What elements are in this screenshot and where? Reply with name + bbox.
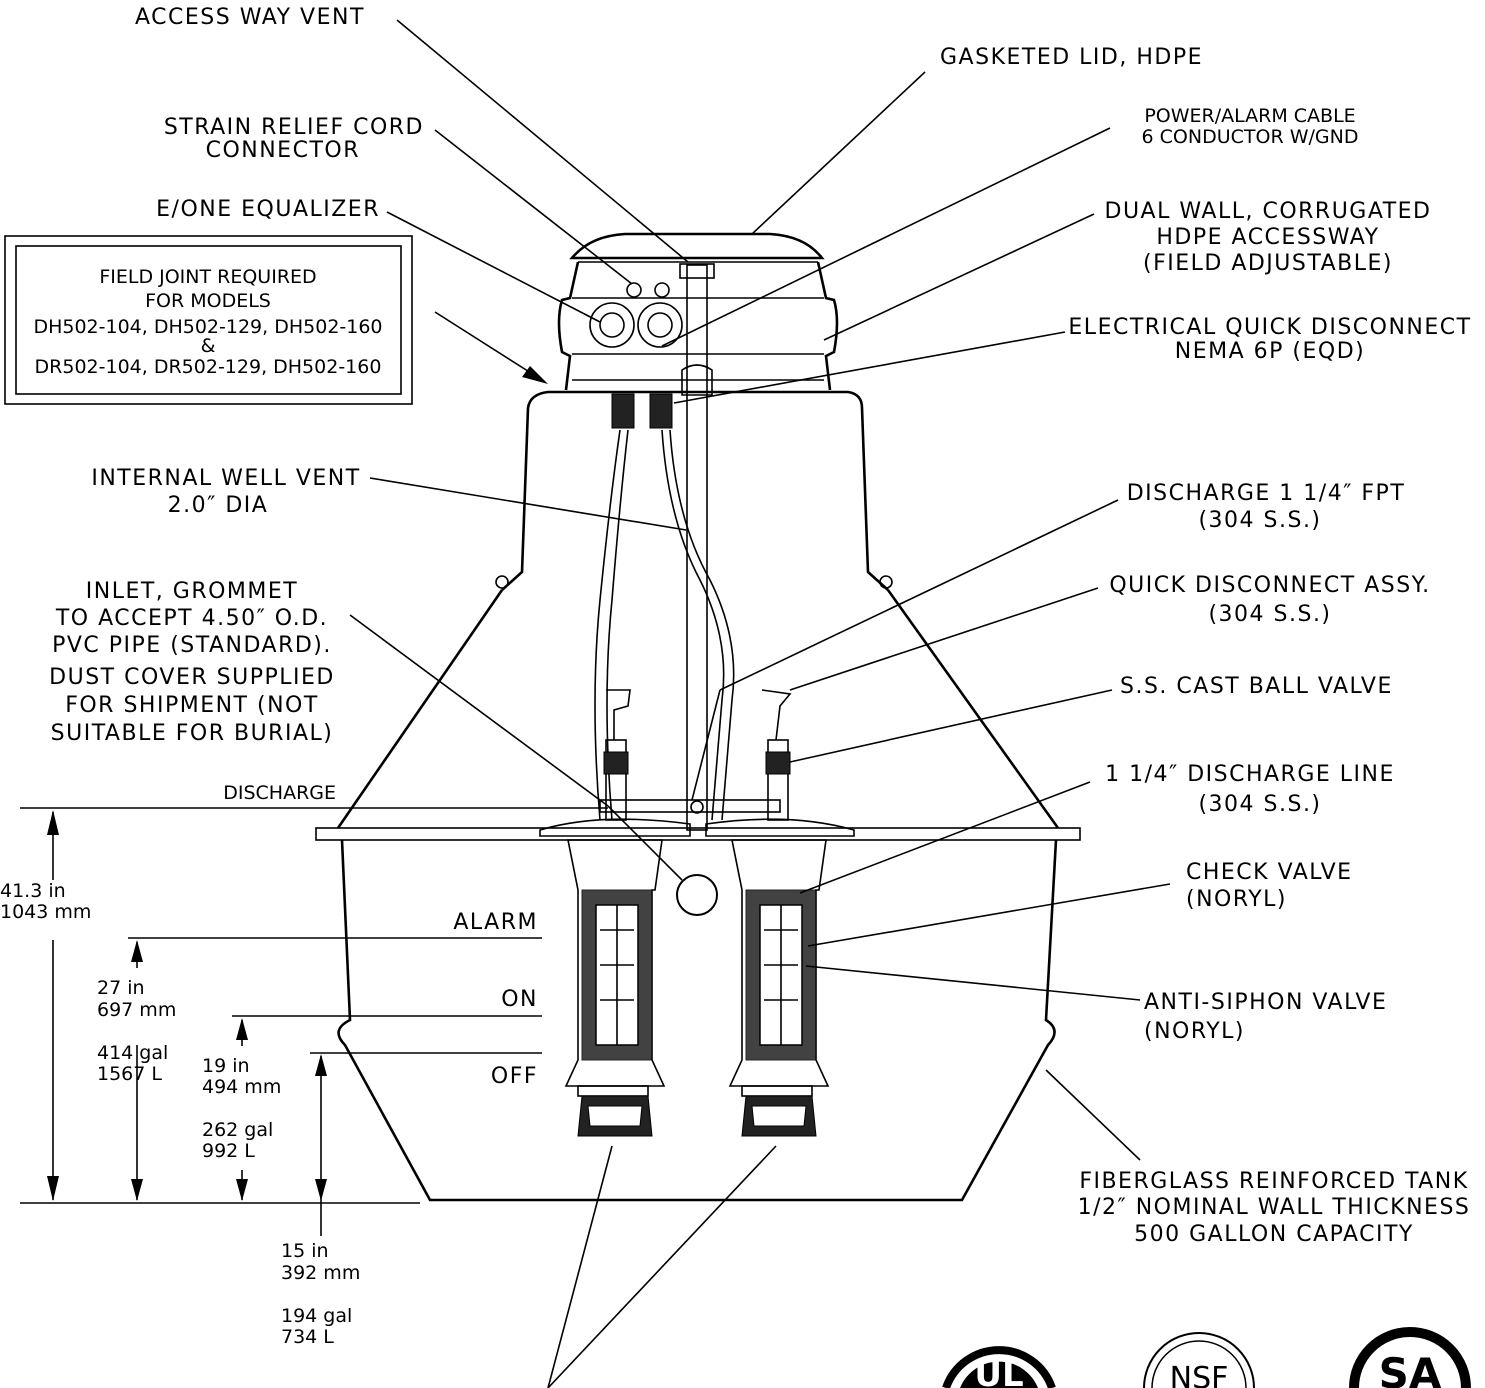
- csa-logo: SA: [1349, 1327, 1471, 1388]
- internal-plumbing: [539, 263, 855, 1137]
- label-equalizer: E/ONE EQUALIZER: [156, 197, 380, 222]
- label-dual-wall-3: (FIELD ADJUSTABLE): [1143, 251, 1393, 276]
- label-power-alarm-2: 6 CONDUCTOR W/GND: [1142, 126, 1359, 148]
- station-outline: [315, 232, 1081, 1202]
- label-eqd-2: NEMA 6P (EQD): [1175, 339, 1365, 364]
- power-cable-1: [594, 429, 621, 821]
- nsf-logo: NSF: [1143, 1332, 1255, 1388]
- dim-alarm-mm: 697 mm: [97, 999, 176, 1021]
- csa-logo-text: SA: [1379, 1349, 1442, 1388]
- label-tank-3: 500 GALLON CAPACITY: [1134, 1222, 1414, 1247]
- inlet-grommet: [676, 874, 718, 916]
- field-joint-line2: FOR MODELS: [145, 290, 271, 312]
- label-discharge-fpt-1: DISCHARGE 1 1/4″ FPT: [1127, 481, 1406, 506]
- level-alarm: ALARM: [453, 910, 538, 935]
- dim-off-gal: 194 gal: [281, 1305, 352, 1327]
- equalizer-2: [637, 302, 683, 348]
- label-inlet-4: DUST COVER SUPPLIED: [49, 665, 335, 690]
- ball-valve-handle-1: [606, 689, 631, 740]
- equalizer-1: [589, 302, 635, 348]
- accessway: [557, 261, 839, 391]
- eqd-connector-1: [611, 393, 635, 429]
- field-joint-line4: &: [201, 335, 216, 357]
- label-inlet-6: SUITABLE FOR BURIAL): [51, 721, 334, 746]
- label-access-way-vent: ACCESS WAY VENT: [135, 5, 365, 30]
- label-eqd-1: ELECTRICAL QUICK DISCONNECT: [1068, 315, 1471, 340]
- level-off: OFF: [491, 1064, 538, 1089]
- dim-on-mm: 494 mm: [202, 1076, 281, 1098]
- label-discharge-fpt-2: (304 S.S.): [1198, 508, 1321, 533]
- label-inlet-1: INLET, GROMMET: [86, 579, 298, 604]
- label-power-alarm-1: POWER/ALARM CABLE: [1144, 105, 1355, 127]
- dim-on-l: 992 L: [202, 1140, 255, 1162]
- upper-cone: [501, 390, 889, 591]
- access-way-vent-pipe: [686, 264, 708, 831]
- label-inlet-3: PVC PIPE (STANDARD).: [52, 633, 332, 658]
- dimension-labels: 41.3 in 1043 mm 27 in 697 mm 414 gal 156…: [0, 880, 360, 1348]
- certification-marks: UL NSF SA: [942, 1327, 1471, 1388]
- label-tank-1: FIBERGLASS REINFORCED TANK: [1079, 1169, 1468, 1194]
- label-check-valve-1: CHECK VALVE: [1186, 860, 1353, 885]
- pump-plate-2: [705, 818, 855, 837]
- label-dual-wall-2: HDPE ACCESSWAY: [1156, 225, 1379, 250]
- dim-alarm-in: 27 in: [97, 977, 145, 999]
- tank-body: [337, 839, 1058, 1202]
- dim-off-l: 734 L: [281, 1326, 334, 1348]
- lower-cone: [336, 589, 1060, 829]
- label-anti-siphon-2: (NORYL): [1144, 1019, 1245, 1044]
- label-quick-disc-1: QUICK DISCONNECT ASSY.: [1109, 573, 1430, 598]
- label-gasketed-lid: GASKETED LID, HDPE: [940, 45, 1203, 70]
- tank-flange: [315, 827, 1081, 841]
- dim-on-in: 19 in: [202, 1055, 250, 1077]
- grinder-pump-2: [728, 839, 830, 1137]
- label-well-vent-2: 2.0″ DIA: [168, 493, 269, 518]
- nsf-logo-text: NSF: [1170, 1361, 1229, 1388]
- label-strain-relief-1: STRAIN RELIEF CORD: [164, 115, 424, 140]
- gasketed-lid: [569, 232, 825, 260]
- dim-off-in: 15 in: [281, 1240, 329, 1262]
- field-joint-line1: FIELD JOINT REQUIRED: [99, 266, 316, 288]
- label-discharge-line-1: 1 1/4″ DISCHARGE LINE: [1105, 762, 1395, 787]
- level-on: ON: [501, 987, 538, 1012]
- field-joint-line3: DH502-104, DH502-129, DH502-160: [33, 316, 382, 338]
- dim-alarm-l: 1567 L: [97, 1063, 162, 1085]
- label-tank-2: 1/2″ NOMINAL WALL THICKNESS: [1078, 1195, 1471, 1220]
- level-lines: [20, 807, 608, 1236]
- label-dual-wall-1: DUAL WALL, CORRUGATED: [1105, 199, 1432, 224]
- label-inlet-5: FOR SHIPMENT (NOT: [65, 693, 319, 718]
- label-strain-relief-2: CONNECTOR: [206, 138, 360, 163]
- dim-on-gal: 262 gal: [202, 1119, 273, 1141]
- level-discharge: DISCHARGE: [223, 782, 336, 804]
- ball-valve-handle-2: [761, 689, 792, 741]
- power-cable-2: [661, 429, 725, 821]
- ul-logo: UL: [942, 1346, 1056, 1388]
- dim-discharge-in: 41.3 in: [0, 880, 66, 902]
- label-check-valve-2: (NORYL): [1186, 887, 1287, 912]
- label-quick-disc-2: (304 S.S.): [1208, 602, 1331, 627]
- dim-discharge-mm: 1043 mm: [0, 901, 91, 923]
- callout-labels: ACCESS WAY VENT GASKETED LID, HDPE STRAI…: [49, 5, 1471, 1247]
- label-discharge-line-2: (304 S.S.): [1198, 792, 1321, 817]
- field-joint-line5: DR502-104, DR502-129, DH502-160: [35, 356, 382, 378]
- eqd-connector-2: [649, 393, 673, 429]
- ul-logo-text: UL: [974, 1355, 1023, 1388]
- dim-alarm-gal: 414 gal: [97, 1042, 168, 1064]
- level-labels: DISCHARGE ALARM ON OFF: [223, 782, 538, 1089]
- field-joint-note-box: FIELD JOINT REQUIRED FOR MODELS DH502-10…: [4, 235, 413, 405]
- label-ball-valve: S.S. CAST BALL VALVE: [1120, 674, 1393, 699]
- label-inlet-2: TO ACCEPT 4.50″ O.D.: [55, 606, 328, 631]
- pump-plate-1: [539, 818, 691, 837]
- leader-lines: [349, 19, 1171, 1388]
- discharge-header: [599, 799, 781, 813]
- label-anti-siphon-1: ANTI-SIPHON VALVE: [1144, 990, 1387, 1015]
- grinder-pump-1: [564, 839, 666, 1137]
- dim-off-mm: 392 mm: [281, 1262, 360, 1284]
- label-well-vent-1: INTERNAL WELL VENT: [91, 466, 360, 491]
